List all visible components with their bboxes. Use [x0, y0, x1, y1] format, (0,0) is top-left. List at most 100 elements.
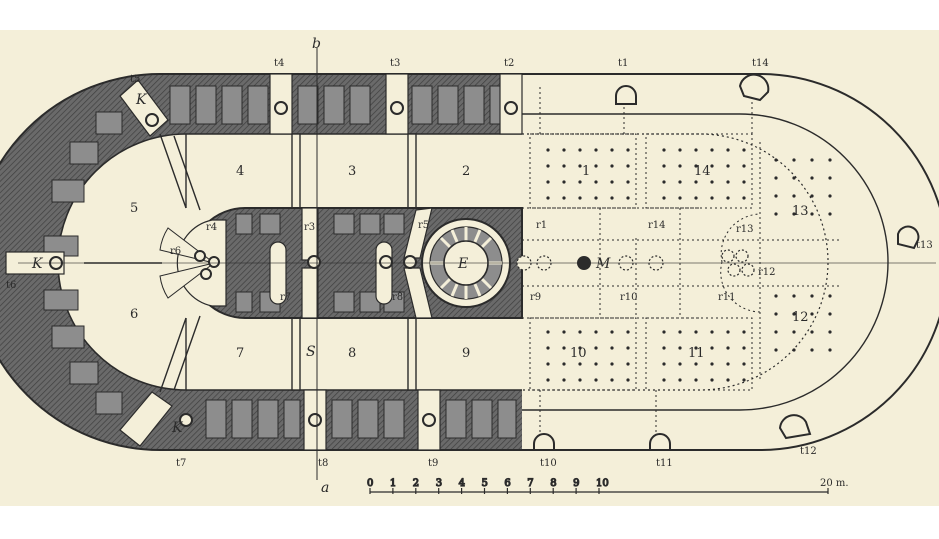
dot [546, 164, 550, 168]
scale-tick-label: 5 [482, 478, 488, 489]
dot [774, 294, 778, 298]
dot [810, 212, 814, 216]
dot [610, 180, 614, 184]
scale-tick-label: 0 [367, 478, 373, 489]
dot [594, 378, 598, 382]
dot [726, 378, 730, 382]
scale-tick-label: 8 [550, 478, 556, 489]
dot [828, 158, 832, 162]
dot [828, 348, 832, 352]
dot [710, 378, 714, 382]
room-13: 13 [792, 204, 809, 219]
scale-tick-label: 7 [527, 478, 533, 489]
label-e: E [457, 256, 468, 272]
r-label-4: r4 [206, 222, 217, 233]
dot [694, 164, 698, 168]
dot [610, 362, 614, 366]
dot [610, 148, 614, 152]
tunnel-t5: t5 [130, 74, 140, 85]
label-k-bottom: K [171, 420, 184, 436]
label-k-left: K [31, 256, 44, 272]
dot [810, 348, 814, 352]
dot [578, 196, 582, 200]
tunnel-t8: t8 [318, 458, 328, 469]
dot [710, 196, 714, 200]
dot [792, 312, 796, 316]
dot [726, 148, 730, 152]
dot [694, 148, 698, 152]
r-label-3: r3 [304, 222, 315, 233]
dot [678, 330, 682, 334]
room-12: 12 [792, 310, 809, 325]
dot [774, 330, 778, 334]
dot [678, 378, 682, 382]
core-fan-chamber [159, 227, 220, 299]
dot [710, 164, 714, 168]
room-1: 1 [582, 164, 590, 179]
dot [792, 212, 796, 216]
dot [594, 164, 598, 168]
outer-cells [43, 85, 517, 439]
dot [710, 362, 714, 366]
axis-label-a: a [321, 480, 329, 496]
tunnel-t9: t9 [428, 458, 438, 469]
scale-tick-label: 10 [596, 478, 609, 489]
dot [792, 194, 796, 198]
dot-field [546, 148, 832, 382]
dot [828, 312, 832, 316]
dot [726, 362, 730, 366]
scale-tick-label: 3 [436, 478, 442, 489]
r-label-13: r13 [736, 224, 754, 235]
dot [774, 158, 778, 162]
scale-tick-label: 9 [573, 478, 579, 489]
dot [810, 176, 814, 180]
dot [828, 194, 832, 198]
room-9: 9 [462, 346, 470, 361]
dot [610, 196, 614, 200]
dot [626, 164, 630, 168]
dot [546, 330, 550, 334]
dot [594, 196, 598, 200]
dot [546, 196, 550, 200]
dot [678, 362, 682, 366]
dot [626, 378, 630, 382]
dot [742, 330, 746, 334]
dot [792, 158, 796, 162]
r-label-9: r9 [530, 292, 541, 303]
r-label-5: r5 [418, 220, 429, 231]
dot [626, 148, 630, 152]
dot [662, 378, 666, 382]
dot [810, 294, 814, 298]
dot [562, 362, 566, 366]
dot [726, 196, 730, 200]
dot [742, 362, 746, 366]
r-label-1: r1 [536, 220, 547, 231]
dot [742, 148, 746, 152]
tunnel-t11: t11 [656, 458, 673, 469]
outer-ring-right [522, 73, 939, 451]
tunnel-t14: t14 [752, 58, 769, 69]
right-dotted-plan [522, 84, 840, 440]
dot [610, 164, 614, 168]
dot [710, 148, 714, 152]
dot [562, 180, 566, 184]
room-7: 7 [236, 346, 244, 361]
room-8: 8 [348, 346, 356, 361]
dot [828, 212, 832, 216]
dot [562, 196, 566, 200]
dot [626, 362, 630, 366]
room-10: 10 [570, 346, 587, 361]
dot [562, 346, 566, 350]
dot [828, 294, 832, 298]
r-label-14: r14 [648, 220, 666, 231]
dot [662, 180, 666, 184]
dot [810, 312, 814, 316]
dot [742, 180, 746, 184]
dot [792, 294, 796, 298]
dot [828, 176, 832, 180]
dot [626, 180, 630, 184]
dot [726, 180, 730, 184]
tunnel-t6: t6 [6, 280, 16, 291]
dot [810, 194, 814, 198]
dot [792, 330, 796, 334]
